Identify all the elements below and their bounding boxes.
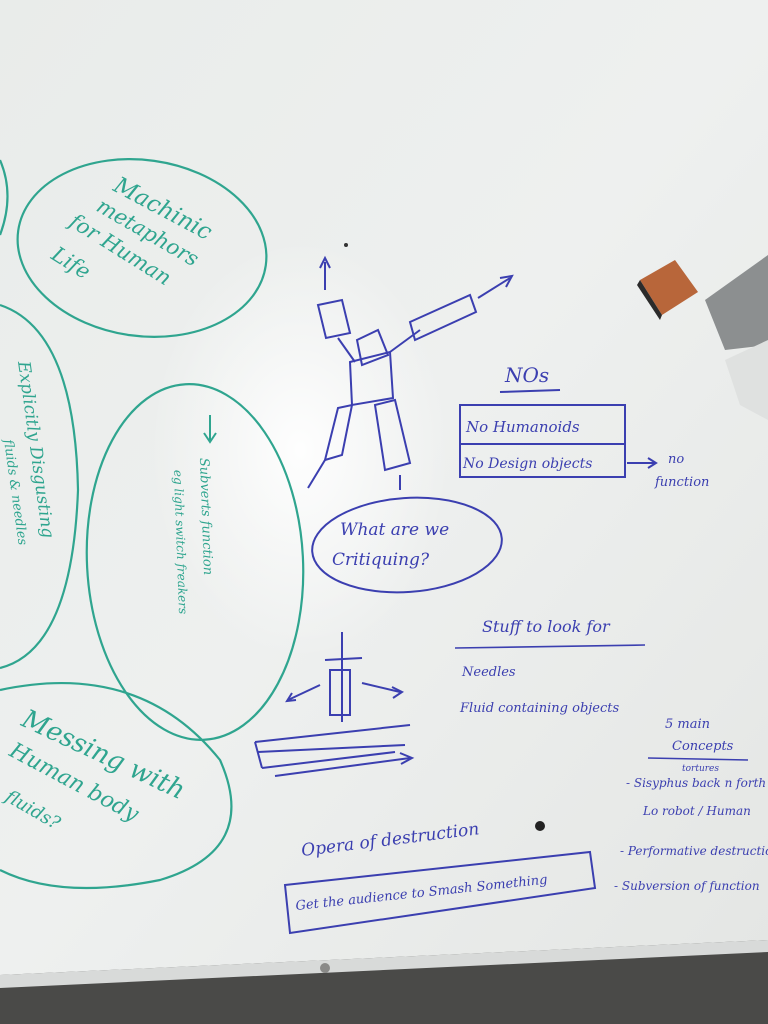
concept-2: - Performative destruction — [620, 844, 768, 858]
nos-title: NOs — [504, 363, 549, 387]
bubble-explicitly — [0, 303, 80, 670]
board-frame-bottom — [0, 940, 768, 988]
nos-item-2: No Design objects — [462, 456, 592, 472]
table-sketch-icon — [254, 632, 415, 777]
bubble-machinic — [16, 158, 268, 338]
nos-underline — [499, 389, 561, 393]
ink-stain — [535, 821, 545, 831]
concepts-underline — [647, 757, 749, 761]
frame-screw — [320, 963, 330, 973]
stuff-item-2: Fluid containing objects — [459, 701, 620, 716]
arrow-icon — [203, 415, 217, 444]
bubble-messing — [0, 681, 233, 890]
critique-line-2: Critiquing? — [332, 550, 430, 570]
stuff-underline — [454, 644, 646, 649]
nos-item-1: No Humanoids — [465, 418, 580, 436]
concepts-note: tortures — [682, 764, 719, 774]
subverts-line-2: eg light switch freakers — [171, 470, 190, 615]
no-function-line-1: no — [668, 452, 684, 467]
audience-box — [283, 850, 597, 935]
concept-3: - Subversion of function — [614, 879, 760, 893]
concept-1: - Sisyphus back n forth — [626, 776, 766, 790]
no-function-line-2: function — [654, 475, 709, 490]
eraser-icon — [637, 260, 698, 320]
concept-1b: Lo robot / Human — [642, 804, 751, 818]
stuff-title: Stuff to look for — [482, 617, 611, 636]
stuff-item-1: Needles — [461, 665, 516, 680]
arrow-icon — [627, 457, 658, 469]
critique-bubble — [311, 496, 503, 594]
nos-box — [459, 404, 626, 478]
critique-line-1: What are we — [340, 520, 449, 540]
bubble-subverts — [85, 383, 305, 741]
light-glare — [150, 240, 450, 660]
bubble-edge-topleft — [0, 159, 9, 236]
robot-sketch-icon — [307, 255, 514, 490]
concepts-title-2: Concepts — [672, 739, 734, 754]
dust-speck — [344, 243, 348, 247]
marker-holder — [705, 255, 768, 420]
concepts-title-1: 5 main — [665, 717, 710, 732]
subverts-line-1: Subverts function — [196, 458, 215, 576]
